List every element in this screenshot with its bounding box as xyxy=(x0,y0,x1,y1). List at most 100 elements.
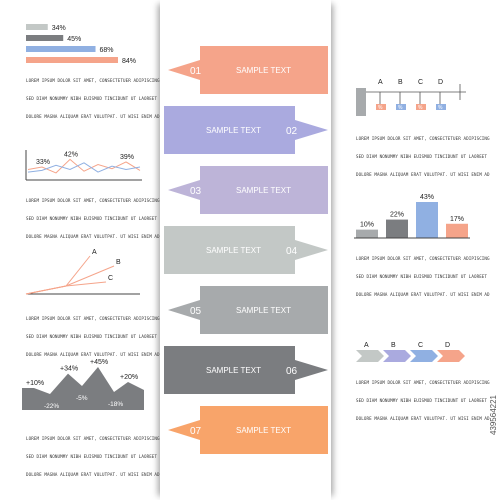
step-arrows: A B C D xyxy=(356,342,465,362)
branch-label: A xyxy=(92,249,97,256)
lorem-block: LOREM IPSUM DOLOR SIT AMET, CONSECTETUER… xyxy=(26,304,160,364)
wave-annotation: 33% xyxy=(36,159,50,166)
band-number-03: 03 xyxy=(190,186,202,197)
hbar-bar xyxy=(26,35,64,41)
lorem-block: LOREM IPSUM DOLOR SIT AMET, CONSECTETUER… xyxy=(356,368,490,428)
vbar-bar xyxy=(416,202,438,238)
hbar-value-label: 84% xyxy=(122,58,136,65)
step-label: A xyxy=(364,342,369,349)
mountain-peak-label: +45% xyxy=(90,359,108,366)
horizontal-bar-chart: 34%45% 68% 84% xyxy=(26,24,136,65)
branch-line xyxy=(25,255,91,295)
vbar-bar xyxy=(356,229,378,238)
band-arrow-04 xyxy=(164,226,328,274)
hbar-bar xyxy=(26,46,96,52)
lorem-block: LOREM IPSUM DOLOR SIT AMET, CONSECTETUER… xyxy=(26,424,160,484)
mountain-peak-label: +34% xyxy=(60,366,78,373)
hbar-value-label: 45% xyxy=(67,36,81,43)
vbar-value-label: 17% xyxy=(450,216,464,223)
table-cell xyxy=(376,104,386,110)
branch-label: B xyxy=(116,259,121,266)
table-header: D xyxy=(438,79,443,86)
band-arrow-01 xyxy=(168,46,328,94)
band-arrow-06 xyxy=(164,346,328,394)
mountain-peak-label: +10% xyxy=(26,380,44,387)
lorem-line: LOREM IPSUM DOLOR SIT AMET, CONSECTETUER… xyxy=(26,78,160,83)
vbar-bar xyxy=(386,219,408,238)
vbar-value-label: 10% xyxy=(360,222,374,229)
mountain-valley-label: -18% xyxy=(108,401,123,408)
table-cell xyxy=(436,104,446,110)
lorem-line: DOLORE MAGNA ALIQUAM ERAT VOLUTPAT. UT W… xyxy=(26,472,160,477)
table-cell-label: % xyxy=(438,105,443,111)
branch-line xyxy=(25,281,107,295)
vbar-value-label: 43% xyxy=(420,194,434,201)
table-left-bar xyxy=(356,88,366,116)
lorem-line: DOLORE MAGNA ALIQUAM ERAT VOLUTPAT. UT W… xyxy=(356,172,490,177)
lorem-line: SED DIAM NONUMMY NIBH EUISMOD TINCIDUNT … xyxy=(26,454,158,459)
wave-series-line xyxy=(27,162,141,173)
table-header: A xyxy=(378,79,383,86)
lorem-line: SED DIAM NONUMMY NIBH EUISMOD TINCIDUNT … xyxy=(26,216,158,221)
band-label-05: SAMPLE TEXT xyxy=(236,306,291,315)
lorem-line: LOREM IPSUM DOLOR SIT AMET, CONSECTETUER… xyxy=(26,316,160,321)
lorem-line: DOLORE MAGNA ALIQUAM ERAT VOLUTPAT. UT W… xyxy=(26,234,160,239)
vertical-bar-chart: 10% 22% 43% 17% xyxy=(354,194,470,239)
wave-annotation: 39% xyxy=(120,154,134,161)
table-header: B xyxy=(398,79,403,86)
band-label-01: SAMPLE TEXT xyxy=(236,66,291,75)
branch-line-chart: A B C xyxy=(25,249,140,295)
lorem-line: LOREM IPSUM DOLOR SIT AMET, CONSECTETUER… xyxy=(356,380,490,385)
step-arrow-B xyxy=(383,350,411,362)
band-number-02: 02 xyxy=(286,126,298,137)
table-cell-label: % xyxy=(418,105,423,111)
lorem-block: LOREM IPSUM DOLOR SIT AMET, CONSECTETUER… xyxy=(26,186,160,246)
lorem-block: LOREM IPSUM DOLOR SIT AMET, CONSECTETUER… xyxy=(26,66,160,126)
band-arrow-03 xyxy=(168,166,328,214)
vbar-value-label: 22% xyxy=(390,212,404,219)
abcd-marker-table: A% B% C% D% xyxy=(356,79,466,116)
mountain-area-chart: +10% +34% +45% +20% -22% -5% -18% xyxy=(22,359,144,410)
table-cell-label: % xyxy=(398,105,403,111)
band-label-04: SAMPLE TEXT xyxy=(206,246,261,255)
table-cell xyxy=(416,104,426,110)
band-arrow-02 xyxy=(164,106,328,154)
hbar-bar xyxy=(26,24,48,30)
step-label: C xyxy=(418,342,423,349)
table-cell-label: % xyxy=(378,105,383,111)
hbar-value-label: 68% xyxy=(100,47,114,54)
lorem-line: DOLORE MAGNA ALIQUAM ERAT VOLUTPAT. UT W… xyxy=(26,114,160,119)
band-label-02: SAMPLE TEXT xyxy=(206,126,261,135)
mountain-peak-label: +20% xyxy=(120,374,138,381)
branch-label: C xyxy=(108,275,113,282)
wave-line-chart: 33% 42% 39% xyxy=(25,150,142,181)
lorem-line: DOLORE MAGNA ALIQUAM ERAT VOLUTPAT. UT W… xyxy=(356,416,490,421)
step-label: D xyxy=(445,342,450,349)
step-arrow-C xyxy=(410,350,438,362)
lorem-line: DOLORE MAGNA ALIQUAM ERAT VOLUTPAT. UT W… xyxy=(356,292,490,297)
watermark-id: 439564221 xyxy=(489,395,498,436)
lorem-line: LOREM IPSUM DOLOR SIT AMET, CONSECTETUER… xyxy=(26,436,160,441)
lorem-line: LOREM IPSUM DOLOR SIT AMET, CONSECTETUER… xyxy=(26,198,160,203)
step-arrow-D xyxy=(437,350,465,362)
step-label: B xyxy=(391,342,396,349)
branch-line xyxy=(25,265,115,295)
lorem-line: SED DIAM NONUMMY NIBH EUISMOD TINCIDUNT … xyxy=(356,154,488,159)
mountain-valley-label: -22% xyxy=(44,403,59,410)
lorem-block: LOREM IPSUM DOLOR SIT AMET, CONSECTETUER… xyxy=(356,244,490,304)
step-arrow-A xyxy=(356,350,384,362)
lorem-line: DOLORE MAGNA ALIQUAM ERAT VOLUTPAT. UT W… xyxy=(26,352,160,357)
band-number-01: 01 xyxy=(190,66,202,77)
band-number-04: 04 xyxy=(286,246,298,257)
vbar-bar xyxy=(446,223,468,238)
lorem-line: LOREM IPSUM DOLOR SIT AMET, CONSECTETUER… xyxy=(356,256,490,261)
table-header: C xyxy=(418,79,423,86)
band-number-06: 06 xyxy=(286,366,298,377)
mountain-valley-label: -5% xyxy=(76,395,88,402)
lorem-line: SED DIAM NONUMMY NIBH EUISMOD TINCIDUNT … xyxy=(26,334,158,339)
hbar-value-label: 34% xyxy=(52,25,66,32)
band-label-03: SAMPLE TEXT xyxy=(236,186,291,195)
mountain-area xyxy=(22,367,144,410)
wave-annotation: 42% xyxy=(64,151,78,158)
